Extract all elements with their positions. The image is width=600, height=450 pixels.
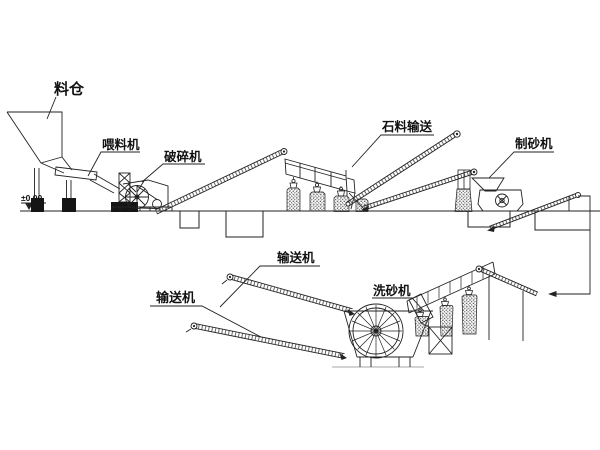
discharge-arrow [487,226,495,232]
hopper [6,111,73,174]
flow-arrow [548,291,557,297]
sand-washer-label: 洗砂机 [373,283,411,298]
conveyor-upper-label: 输送机 [277,250,315,265]
sand-washer [343,293,453,367]
feeder-label-group: 喂料机 [87,137,140,177]
conveyor-lower-label: 输送机 [156,290,195,305]
screen-stockpiles [286,187,369,212]
stone-conveying-label: 石料输送 [381,119,433,134]
conveyor-upper-leader-line [219,265,320,308]
hanging-sand-piles [414,294,478,337]
hopper-label: 料仓 [54,80,85,98]
product-conveyor-2 [185,322,347,360]
hopper-label-group: 料仓 [46,80,85,120]
conveyor-lower-label-group: 输送机 [150,290,262,338]
sand-maker-label-group: 制砂机 [488,136,554,179]
sand-maker-feed-conveyor [361,168,478,212]
product-conveyor-1 [221,273,355,316]
sand-maker-label: 制砂机 [515,136,553,151]
sand-washer-leader-line [372,297,425,312]
feeder-machine [31,166,121,212]
conveyor-upper-label-group: 输送机 [219,250,320,308]
sand-maker-feed-pier [454,169,473,212]
feeder-leader-line [87,151,140,177]
feed-arrow [361,205,369,212]
stone-conveyor [345,130,461,207]
crusher-label-group: 破碎机 [141,149,205,183]
flow-line [548,195,591,297]
stone-conveying-label-group: 石料输送 [351,119,434,168]
incline-conveyor-1 [154,148,288,215]
conveyor-lower-leader-line [150,305,262,338]
screen-feed-conveyor [475,265,538,341]
washing-screen [406,261,496,314]
crusher-leader-line [141,163,205,183]
stone-conveying-leader-line [351,134,434,168]
feeder-label: 喂料机 [102,137,140,152]
ground-line [20,210,600,368]
sand-maker [470,177,524,212]
sand-washer-label-group: 洗砂机 [372,283,425,312]
hopper-leader-line [46,96,57,120]
conveyor-support-legs [488,276,524,341]
crusher-label: 破碎机 [164,149,202,164]
crusher-support-column [111,172,138,212]
jaw-crusher [111,179,173,211]
sand-maker-leader-line [488,151,554,179]
conveyor-end-arrow [339,353,347,360]
